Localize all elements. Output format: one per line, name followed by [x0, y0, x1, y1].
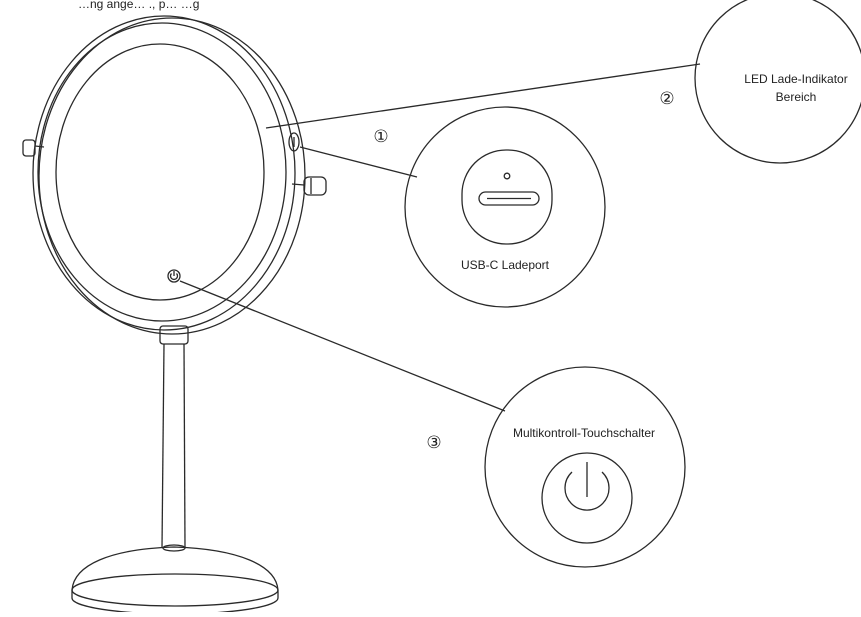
callout-label-usb: USB-C Ladeport: [461, 258, 550, 272]
mirror-head: [22, 15, 327, 335]
callout-circle-led: [694, 0, 861, 164]
mirror-stand: [71, 325, 279, 615]
callout-circle-touch: [484, 366, 686, 568]
stand-pole-right: [183, 343, 186, 549]
callout-label-touch: Multikontroll-Touchschalter: [513, 426, 655, 440]
callout-label-led-line2: Bereich: [776, 90, 817, 104]
mirror-glass: [55, 43, 265, 301]
callout-number-3: ③: [426, 433, 441, 452]
right-pivot-knob: [291, 176, 327, 196]
side-usb-port-marker: [288, 132, 300, 152]
mirror-back-rim: [38, 17, 306, 335]
callout-number-2: ②: [659, 89, 674, 108]
stand-pole-left: [161, 343, 165, 549]
callout-label-led-line1: LED Lade-Indikator: [744, 72, 847, 86]
leader-line-touch: [179, 280, 506, 412]
stand-base-rim: [71, 573, 279, 607]
left-pivot-knob: [22, 139, 45, 157]
top-caption-fragment: …ng ange… ., p… …g: [78, 0, 199, 11]
stand-joint: [159, 325, 189, 345]
mirror-frame-inner: [37, 22, 287, 322]
callout-number-1: ①: [373, 127, 388, 146]
leader-line-usb: [299, 146, 418, 178]
leader-line-led: [265, 63, 701, 129]
stand-base-top: [71, 546, 279, 591]
usb-c-port-detail: [461, 149, 553, 245]
callout-circle-usb: [404, 106, 606, 308]
mirror-outer-frame: [32, 15, 296, 331]
power-icon: [541, 452, 633, 544]
power-touch-button-icon: [167, 269, 181, 283]
